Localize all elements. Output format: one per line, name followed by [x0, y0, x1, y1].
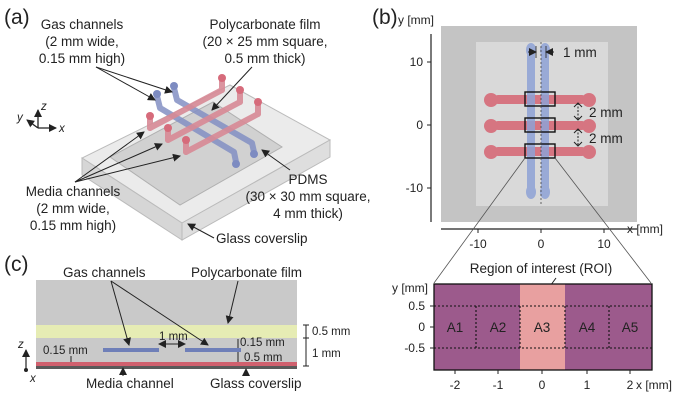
polycarbonate-film-annotation: Polycarbonate film (20 × 25 mm square, 0… [203, 17, 328, 111]
media-channels-annotation: Media channels (2 mm wide, 0.15 mm high) [26, 131, 181, 233]
svg-text:Polycarbonate film: Polycarbonate film [209, 17, 320, 32]
device-y-tick: -10 [406, 181, 424, 195]
cs-dim-1mm: 1 mm [312, 348, 341, 360]
cs-dim-1mm-gap: 1 mm [159, 331, 188, 343]
cs-dim-015-right: 0.15 mm [240, 337, 285, 349]
roi-area-label: A4 [579, 320, 596, 335]
device-y-axis-label: y [mm] [398, 13, 434, 27]
dim-2mm-lower: 2 mm [573, 128, 623, 147]
roi-x-tick: 0 [539, 378, 546, 392]
roi-y-tick: 0 [418, 320, 425, 334]
svg-text:2 mm: 2 mm [589, 131, 623, 146]
roi-y-axis-label: y [mm] [392, 281, 428, 295]
cross-section-gas-right [185, 348, 241, 352]
svg-text:0.15 mm high): 0.15 mm high) [30, 218, 116, 233]
panel-c-label: (c) [4, 253, 29, 276]
cross-section-glass [36, 366, 297, 369]
axis-y-label: y [16, 112, 24, 124]
roi-y-tick: 0.5 [408, 299, 425, 313]
cross-section-media [36, 362, 297, 366]
cross-section-film [36, 325, 297, 338]
panel-b: (b) [372, 6, 672, 392]
device-x-tick: 10 [597, 237, 611, 251]
zoom-line-left [433, 157, 526, 284]
panel-b-label: (b) [372, 6, 398, 29]
roi-x-tick: -1 [493, 378, 504, 392]
svg-text:1 mm: 1 mm [563, 45, 597, 60]
svg-text:Gas channels: Gas channels [41, 17, 124, 32]
gas-channels-annotation: Gas channels (2 mm wide, 0.15 mm high) [39, 17, 173, 101]
cs-glass-label: Glass coverslip [210, 376, 302, 391]
device-x-axis-label: x [mm] [627, 222, 663, 236]
device-media-channels [484, 93, 596, 159]
roi-y-tick: -0.5 [404, 341, 425, 355]
svg-text:4 mm thick): 4 mm thick) [273, 206, 343, 221]
glass-coverslip-annotation: Glass coverslip [187, 223, 308, 246]
device-y-tick: 0 [416, 118, 423, 132]
svg-text:2 mm: 2 mm [589, 105, 623, 120]
roi-boxes [524, 91, 556, 159]
pdms-annotation: PDMS (30 × 30 mm square, 4 mm thick) [246, 149, 371, 221]
device-y-tick: 10 [410, 55, 424, 69]
dim-1mm-width: 1 mm [528, 45, 597, 60]
svg-text:(30 × 30 mm square,: (30 × 30 mm square, [246, 189, 371, 204]
svg-text:0.15 mm high): 0.15 mm high) [39, 51, 125, 66]
roi-area-label: A3 [534, 320, 551, 335]
panel-c: (c) Gas channels Polycarbonate film 0.5 … [4, 253, 350, 391]
svg-text:PDMS: PDMS [288, 172, 327, 187]
gas-channels [154, 85, 257, 165]
svg-text:Media channels: Media channels [26, 184, 121, 199]
device-x-tick: -10 [469, 237, 487, 251]
roi-area-label: A5 [622, 320, 639, 335]
roi-zoom: A1 A2 A3 A4 A5 [433, 283, 653, 371]
roi-title: Region of interest (ROI) [470, 261, 613, 276]
zoom-line-right [554, 157, 652, 284]
axis-x-label: x [58, 123, 66, 135]
cs-dim-015-left: 0.15 mm [43, 345, 88, 357]
cross-section-gas-left [103, 348, 159, 352]
svg-text:Glass coverslip: Glass coverslip [216, 231, 308, 246]
cs-gas-channels-label: Gas channels [63, 265, 146, 280]
cs-film-label: Polycarbonate film [191, 265, 302, 280]
svg-text:(2 mm wide,: (2 mm wide, [36, 201, 110, 216]
roi-x-tick: 1 [584, 378, 591, 392]
svg-text:0.5 mm thick): 0.5 mm thick) [224, 51, 305, 66]
media-channel-ports [146, 74, 262, 144]
cs-media-label: Media channel [86, 376, 174, 391]
roi-area-label: A2 [490, 320, 507, 335]
svg-text:(20 × 25 mm square,: (20 × 25 mm square, [203, 34, 328, 49]
dim-2mm-upper: 2 mm [573, 102, 623, 121]
cs-dim-05mm-top: 0.5 mm [312, 326, 350, 338]
roi-x-tick: 2 [627, 378, 634, 392]
cs-dim-right [303, 324, 309, 367]
panel-a: (a) [4, 6, 370, 246]
panel-a-label: (a) [4, 6, 30, 29]
cs-dim-05mm-bot: 0.5 mm [244, 352, 282, 364]
roi-x-tick: -2 [450, 378, 461, 392]
cs-axis-z: z [17, 339, 24, 351]
axis-triad-a [26, 109, 57, 132]
roi-area-label: A1 [447, 320, 464, 335]
device-x-tick: 0 [538, 237, 545, 251]
cross-section-pdms [36, 280, 297, 368]
roi-x-axis-label: x [mm] [636, 378, 672, 392]
axis-z-label: z [40, 101, 47, 113]
cs-axis-x: x [29, 373, 37, 385]
svg-text:(2 mm wide,: (2 mm wide, [45, 34, 119, 49]
